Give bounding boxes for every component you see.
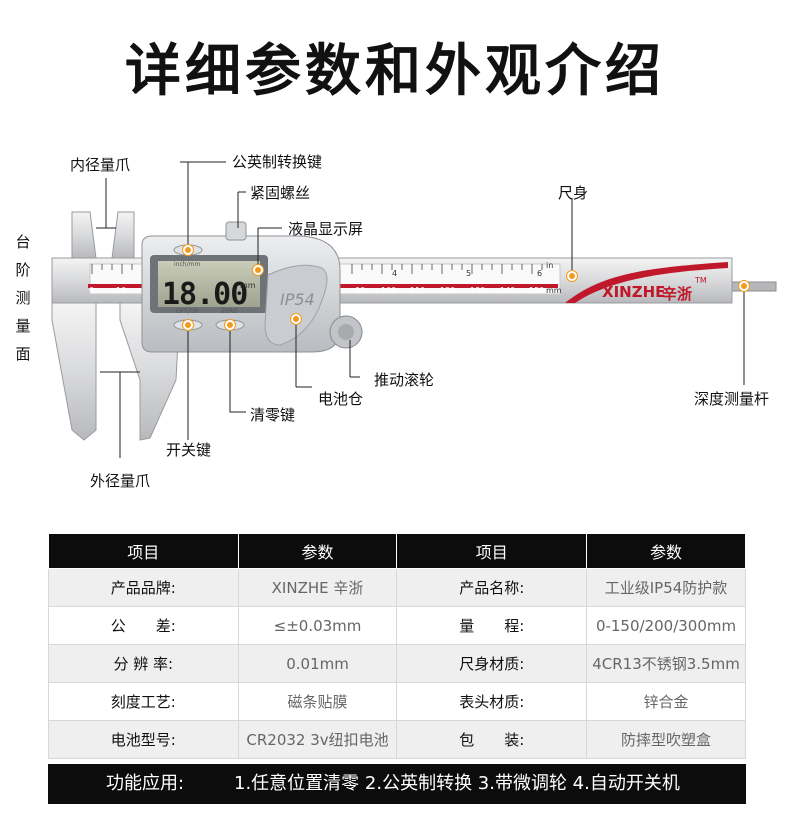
page-title: 详细参数和外观介绍	[125, 39, 665, 104]
leader-lines	[96, 161, 745, 458]
brand-logo: XINZHE	[602, 283, 666, 301]
dot-mode-key	[183, 245, 193, 255]
trademark: TM	[695, 276, 707, 285]
ip-rating: IP54	[280, 290, 315, 309]
dot-power-key	[183, 320, 193, 330]
header-item: 项目	[48, 533, 239, 569]
label-step-surface: 台 阶 测 量 面	[15, 233, 31, 363]
lcd-readout: 18.00	[162, 277, 248, 312]
caliper-illustration	[51, 161, 777, 458]
table-row: 分 辨 率: 0.01mm 尺身材质: 4CR13不锈钢3.5mm	[48, 644, 746, 683]
lock-screw	[225, 221, 247, 241]
lcd-unit: mm	[240, 281, 256, 290]
dot-lcd	[253, 265, 263, 275]
header-param: 参数	[586, 533, 746, 569]
label-battery: 电池仓	[318, 390, 364, 408]
mode-button-label: inch/mm	[174, 261, 201, 268]
header-param: 参数	[237, 533, 398, 569]
dot-depth-rod	[739, 281, 749, 291]
label-power-key: 开关键	[166, 441, 212, 459]
spec-header-row: 项目 参数 项目 参数	[48, 533, 746, 569]
function-label: 功能应用:	[106, 773, 185, 794]
dot-zero-key	[225, 320, 235, 330]
label-lcd: 液晶显示屏	[288, 220, 364, 238]
label-beam: 尺身	[558, 184, 589, 202]
spec-table: 项目 参数 项目 参数 产品品牌: XINZHE 辛浙 产品名称: 工业级IP5…	[48, 533, 746, 759]
function-bar: 功能应用: 1.任意位置清零 2.公英制转换 3.带微调轮 4.自动开关机	[48, 764, 746, 804]
battery-cover	[264, 264, 328, 346]
lcd-screen	[158, 261, 260, 307]
table-row: 刻度工艺: 磁条贴膜 表头材质: 锌合金	[48, 682, 746, 721]
red-swoosh	[565, 262, 728, 303]
brand-logo-cn: 辛浙	[662, 285, 693, 303]
function-value: 1.任意位置清零 2.公英制转换 3.带微调轮 4.自动开关机	[234, 773, 680, 794]
zero-button-label: ZERO	[221, 308, 238, 315]
header-item: 项目	[396, 533, 588, 569]
outer-jaw-fixed	[51, 302, 97, 441]
caliper-diagram: 18.00 mm inch/mm OFF/ON ZERO IP54 XINZHE…	[0, 140, 790, 510]
dot-battery	[291, 314, 301, 324]
table-row: 公 差: ≤±0.03mm 量 程: 0-150/200/300mm	[48, 606, 746, 645]
table-row: 产品品牌: XINZHE 辛浙 产品名称: 工业级IP54防护款	[48, 568, 746, 607]
label-outer-jaw: 外径量爪	[90, 472, 151, 490]
label-mode-key: 公英制转换键	[232, 153, 323, 171]
inner-jaw-fixed	[71, 211, 97, 259]
label-wheel: 推动滚轮	[374, 371, 435, 389]
label-lock-screw: 紧固螺丝	[250, 184, 311, 202]
label-zero-key: 清零键	[250, 406, 296, 424]
power-button-label: OFF/ON	[176, 308, 199, 315]
inner-jaw-slide	[111, 211, 135, 259]
table-row: 电池型号: CR2032 3v纽扣电池 包 装: 防摔型吹塑盒	[48, 720, 746, 759]
dot-beam	[567, 271, 577, 281]
label-depth-rod: 深度测量杆	[694, 390, 770, 408]
label-inner-jaw: 内径量爪	[70, 156, 131, 174]
